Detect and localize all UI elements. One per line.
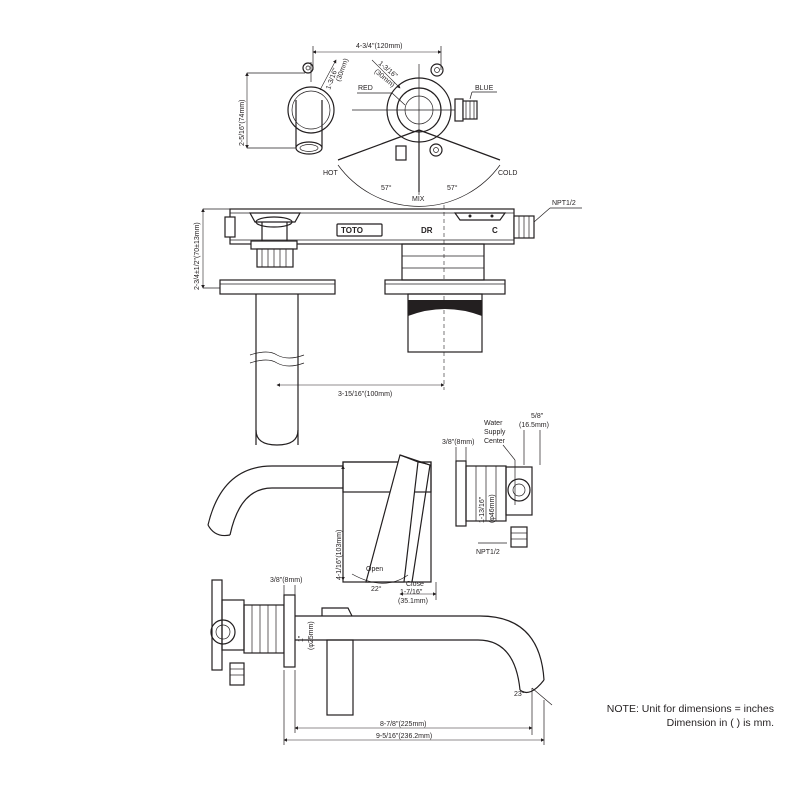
brand-logo-text: TOTO: [341, 226, 363, 235]
body-offset-dim: 3-15/16"(100mm): [338, 391, 392, 398]
c-label: C: [492, 226, 498, 235]
handle-view: Water Supply Center 5/8" (16.5mm) 3/8"(8…: [207, 413, 549, 605]
supply-offset-dim: 5/8": [531, 413, 544, 420]
top-width-dim: 4-3/4"(120mm): [356, 43, 402, 50]
handle-height-dim: 4-1/16"(103mm): [336, 530, 343, 580]
supply-offset-mm: (16.5mm): [519, 422, 549, 429]
angle-right-label: 57°: [447, 184, 458, 192]
dr-label: DR: [421, 226, 433, 235]
note-line-2: Dimension in ( ) is mm.: [666, 717, 774, 729]
cold-label: COLD: [498, 170, 517, 177]
pipe-dim: 1-13/16": [479, 496, 486, 523]
body-height-dim: 2-3/4±1/2"(70±13mm): [194, 222, 201, 290]
water-supply-label-1: Water: [484, 420, 503, 427]
note-line-1: NOTE: Unit for dimensions = inches: [606, 703, 774, 715]
side-pipe-mm: (φ25mm): [308, 621, 315, 650]
blue-label: BLUE: [475, 85, 494, 92]
dimension-note: NOTE: Unit for dimensions = inches Dimen…: [560, 702, 774, 730]
depth-mm: (35.1mm): [398, 598, 428, 605]
mix-label: MIX: [412, 196, 425, 203]
total-length-dim: 9-5/16"(236.2mm): [376, 733, 432, 740]
top-view: 4-3/4"(120mm) 2-5/16"(74mm) 1-3/16" (30m…: [239, 43, 517, 207]
side-plate-dim: 3/8"(8mm): [270, 577, 302, 584]
red-label: RED: [358, 85, 373, 92]
body-npt-label: NPT1/2: [552, 200, 576, 207]
handle-npt-label: NPT1/2: [476, 549, 500, 556]
top-height-dim: 2-5/16"(74mm): [239, 100, 246, 146]
open-label: Open: [366, 566, 383, 573]
depth-dim: 1-7/16": [400, 589, 423, 596]
water-supply-label-3: Center: [484, 438, 506, 445]
close-label: Close: [406, 581, 424, 588]
angle-left-label: 57°: [381, 184, 392, 192]
water-supply-label-2: Supply: [484, 429, 506, 436]
handle-angle-label: 22°: [371, 585, 382, 593]
pipe-mm: (φ46mm): [489, 494, 496, 523]
handle-plate-dim: 3/8"(8mm): [442, 439, 474, 446]
valve-body-view: 2-3/4±1/2"(70±13mm) TOTO DR C NPT1: [194, 200, 582, 446]
side-pipe-dim: 1": [298, 635, 305, 642]
side-angle-label: 23°: [514, 690, 525, 698]
side-view: 3/8"(8mm) 1" (φ25mm) 23°: [210, 577, 553, 745]
spout-length-dim: 8-7/8"(225mm): [380, 721, 426, 728]
hot-label: HOT: [323, 170, 339, 177]
